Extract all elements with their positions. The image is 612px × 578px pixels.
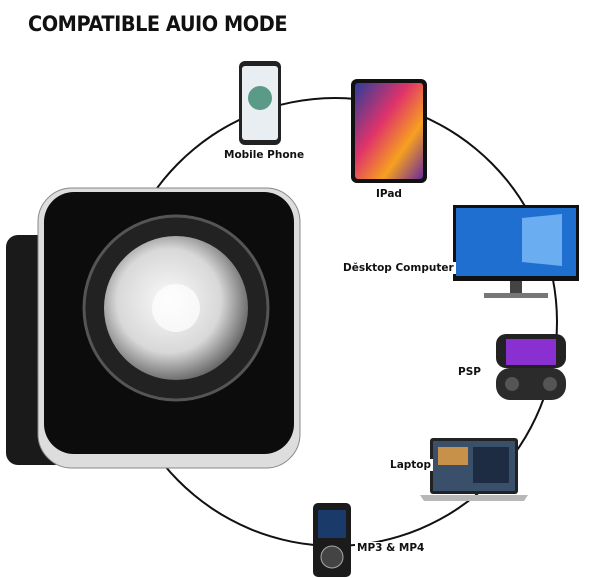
tablet-icon bbox=[351, 79, 427, 183]
speaker-icon bbox=[6, 187, 301, 469]
page-title: COMPATIBLE AUIO MODE bbox=[28, 12, 288, 36]
device-label-ipad: IPad bbox=[374, 188, 404, 200]
device-label-mobile-phone: Mobile Phone bbox=[222, 149, 307, 161]
mp3-player-icon bbox=[313, 503, 351, 577]
device-label-mp3-mp4: MP3 & MP4 bbox=[355, 542, 427, 554]
smartphone-icon bbox=[239, 61, 281, 145]
device-label-laptop: Laptop bbox=[388, 459, 434, 471]
device-label-desktop-computer: Dĕsktop Computer bbox=[341, 262, 456, 274]
device-label-psp: PSP bbox=[456, 366, 483, 378]
laptop-icon bbox=[420, 438, 528, 501]
desktop-monitor-icon bbox=[453, 205, 579, 298]
handheld-console-icon bbox=[496, 334, 566, 400]
